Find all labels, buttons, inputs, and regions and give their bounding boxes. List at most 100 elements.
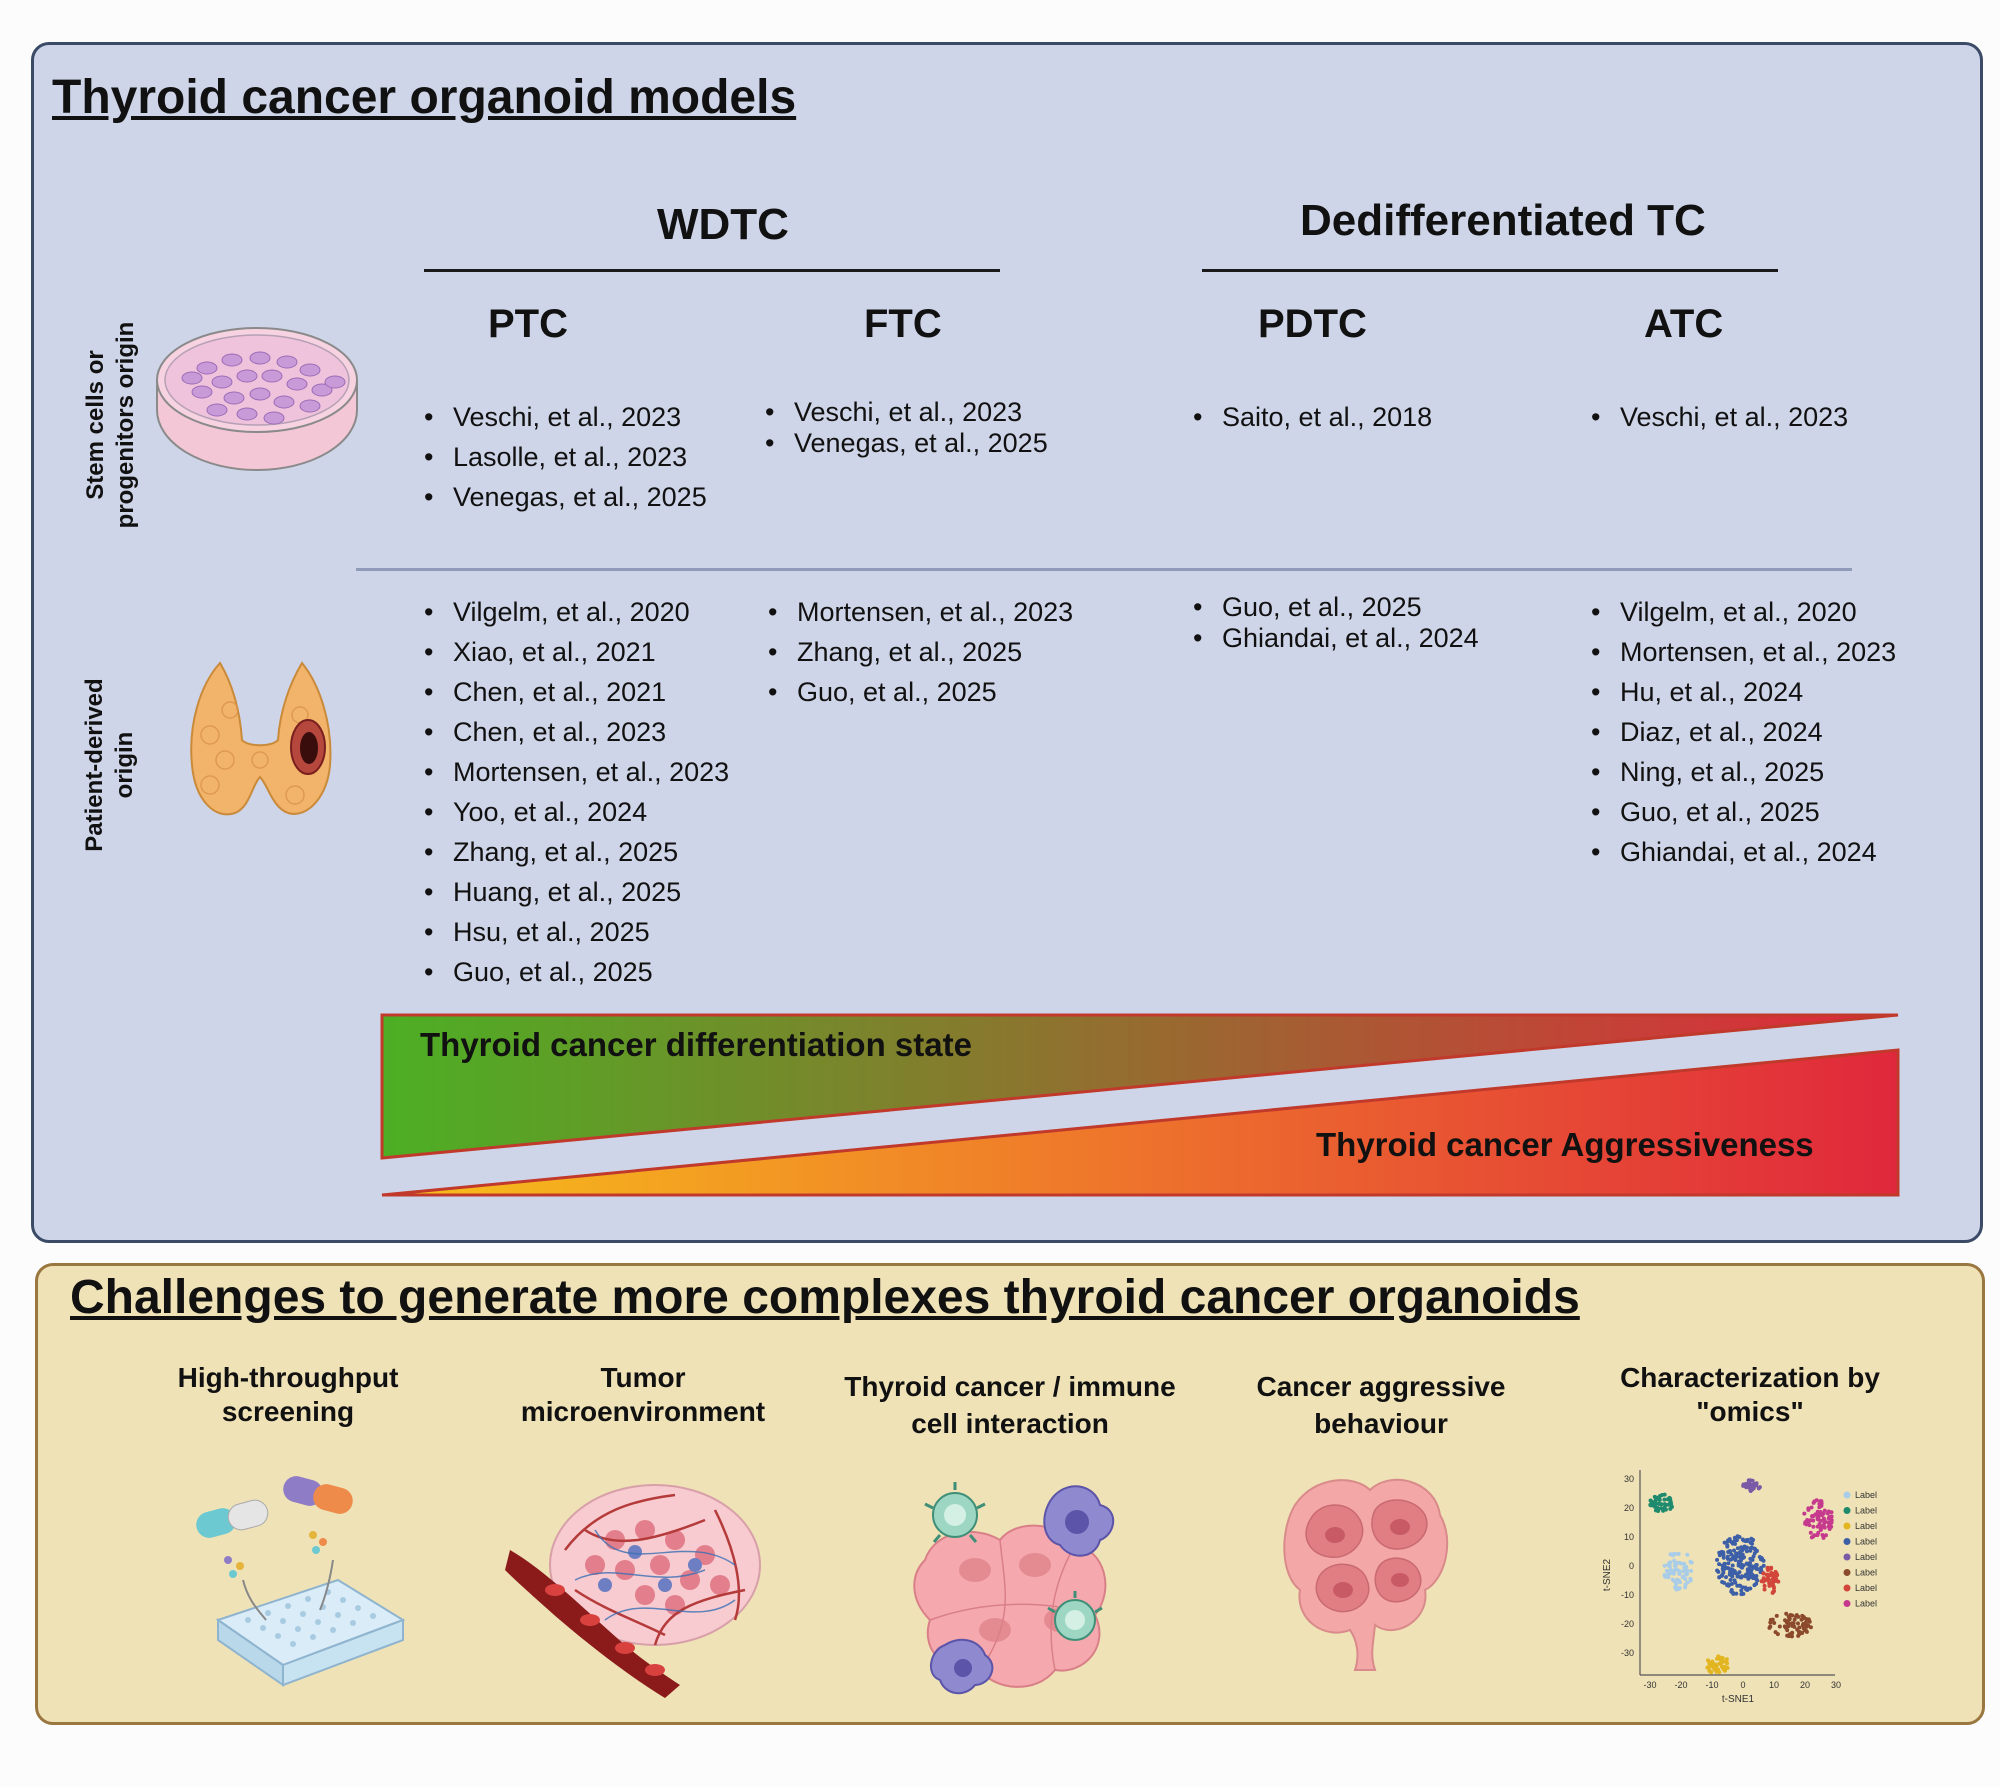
tsne-legend-label: Label: [1855, 1490, 1877, 1500]
ref-item: Ning, et al., 2025: [1589, 752, 1896, 792]
tsne-point: [1744, 1545, 1749, 1550]
tsne-point: [1722, 1664, 1727, 1669]
tsne-legend-label: Label: [1855, 1583, 1877, 1593]
tsne-point: [1766, 1576, 1771, 1581]
challenge-line: High-throughput: [177, 1362, 399, 1393]
tsne-point: [1801, 1626, 1806, 1631]
tsne-point: [1829, 1518, 1834, 1523]
ref-item: Guo, et al., 2025: [422, 952, 729, 992]
tsne-point: [1814, 1498, 1819, 1503]
ref-item: Guo, et al., 2025: [1589, 792, 1896, 832]
aggressive-cells-icon: [1283, 1478, 1449, 1671]
tsne-point: [1738, 1558, 1743, 1563]
tsne-point: [1765, 1572, 1770, 1577]
ref-item: Vilgelm, et al., 2020: [422, 592, 729, 632]
challenge-line: Tumor: [600, 1362, 686, 1393]
tsne-point: [1785, 1633, 1790, 1638]
tsne-point: [1715, 1568, 1720, 1573]
tsne-point: [1654, 1501, 1659, 1506]
challenge-title-omics: Characterization by "omics": [1570, 1361, 1930, 1429]
tsne-point: [1772, 1620, 1777, 1625]
tsne-point: [1726, 1561, 1731, 1566]
tsne-point: [1738, 1583, 1743, 1588]
tsne-point: [1729, 1581, 1734, 1586]
tsne-point: [1648, 1498, 1653, 1503]
tsne-point: [1770, 1571, 1775, 1576]
tsne-point: [1802, 1511, 1807, 1516]
challenge-line: Characterization by: [1620, 1362, 1880, 1393]
tsne-point: [1728, 1577, 1733, 1582]
tsne-point: [1752, 1583, 1757, 1588]
tsne-legend-marker: [1843, 1507, 1851, 1514]
challenge-line: Cancer aggressive: [1256, 1371, 1506, 1402]
column-atc: ATC: [1644, 302, 1724, 346]
tsne-point: [1788, 1612, 1793, 1617]
ref-item: Xiao, et al., 2021: [422, 632, 729, 672]
challenge-line: Thyroid cancer / immune: [844, 1371, 1176, 1402]
tsne-point: [1656, 1509, 1661, 1514]
ref-item: Saito, et al., 2018: [1191, 397, 1432, 437]
tsne-ytick: 10: [1624, 1532, 1634, 1542]
tsne-point: [1818, 1509, 1823, 1514]
tsne-point: [1664, 1502, 1669, 1507]
tsne-point: [1733, 1541, 1738, 1546]
tsne-point: [1661, 1508, 1666, 1513]
tsne-point: [1804, 1620, 1809, 1625]
tsne-point: [1727, 1572, 1732, 1577]
tsne-legend-marker: [1843, 1522, 1851, 1530]
tsne-point: [1751, 1565, 1756, 1570]
tsne-point: [1818, 1525, 1823, 1530]
tsne-point: [1804, 1617, 1809, 1622]
tsne-point: [1720, 1579, 1725, 1584]
tsne-point: [1812, 1533, 1817, 1538]
tsne-point: [1743, 1574, 1748, 1579]
tsne-ytick: -20: [1621, 1619, 1634, 1629]
tsne-point: [1668, 1506, 1673, 1511]
challenge-title-immune: Thyroid cancer / immune cell interaction: [820, 1368, 1200, 1442]
ref-item: Guo, et al., 2025: [1191, 592, 1479, 623]
tsne-point: [1799, 1617, 1804, 1622]
tsne-point: [1740, 1537, 1745, 1542]
tsne-point: [1684, 1568, 1689, 1573]
tsne-point: [1770, 1580, 1775, 1585]
tsne-point: [1725, 1661, 1730, 1666]
tsne-point: [1721, 1555, 1726, 1560]
tsne-point: [1826, 1520, 1831, 1525]
tsne-point: [1808, 1530, 1813, 1535]
tsne-point: [1822, 1519, 1827, 1524]
tsne-ylabel: t-SNE2: [1602, 1558, 1613, 1591]
differentiation-wedge: [380, 1013, 1899, 1160]
differentiation-aggressiveness-wedges: [380, 1013, 1900, 1197]
tsne-point: [1761, 1563, 1766, 1568]
tsne-point: [1732, 1578, 1737, 1583]
aggressiveness-wedge: [381, 1048, 1900, 1197]
tsne-xtick: -10: [1705, 1680, 1718, 1690]
tsne-point: [1739, 1574, 1744, 1579]
tsne-point: [1794, 1614, 1799, 1619]
ref-item: Diaz, et al., 2024: [1589, 712, 1896, 752]
tsne-point: [1666, 1569, 1671, 1574]
tsne-point: [1667, 1502, 1672, 1507]
tsne-point: [1717, 1575, 1722, 1580]
tsne-point: [1746, 1478, 1751, 1483]
tsne-point: [1785, 1628, 1790, 1633]
column-ftc: FTC: [864, 302, 942, 346]
tsne-point: [1811, 1518, 1816, 1523]
stem-refs-atc: Veschi, et al., 2023: [1589, 397, 1848, 437]
tsne-point: [1768, 1620, 1773, 1625]
tsne-point: [1735, 1574, 1740, 1579]
ref-item: Lasolle, et al., 2023: [422, 437, 707, 477]
challenge-line: behaviour: [1314, 1408, 1448, 1439]
tsne-point: [1816, 1513, 1821, 1518]
tsne-point: [1748, 1546, 1753, 1551]
ref-item: Veschi, et al., 2023: [763, 397, 1048, 428]
ref-item: Mortensen, et al., 2023: [766, 592, 1073, 632]
tsne-point: [1756, 1486, 1761, 1491]
tsne-point: [1772, 1575, 1777, 1580]
tsne-point: [1675, 1551, 1680, 1556]
tsne-point: [1721, 1551, 1726, 1556]
tsne-point: [1829, 1514, 1834, 1519]
tsne-point: [1672, 1551, 1677, 1556]
differentiation-label: Thyroid cancer differentiation state: [420, 1026, 972, 1063]
tsne-point: [1662, 1497, 1667, 1502]
